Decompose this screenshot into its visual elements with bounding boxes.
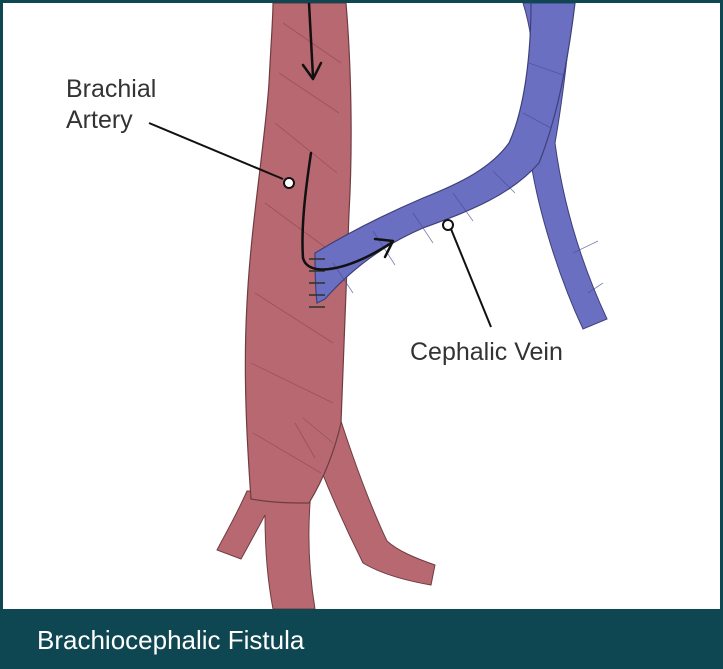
brachial-artery-label-line2: Artery [66,105,133,136]
artery-marker-dot [284,178,294,188]
artery-lower-left-branch [217,491,315,609]
vein-marker-dot [443,220,453,230]
diagram-caption: Brachiocephalic Fistula [37,623,304,657]
brachial-artery-label-line1: Brachial [66,74,156,105]
cephalic-vein-label: Cephalic Vein [410,337,563,368]
caption-bar: Brachiocephalic Fistula [3,609,723,669]
cephalic-vein [315,3,575,303]
